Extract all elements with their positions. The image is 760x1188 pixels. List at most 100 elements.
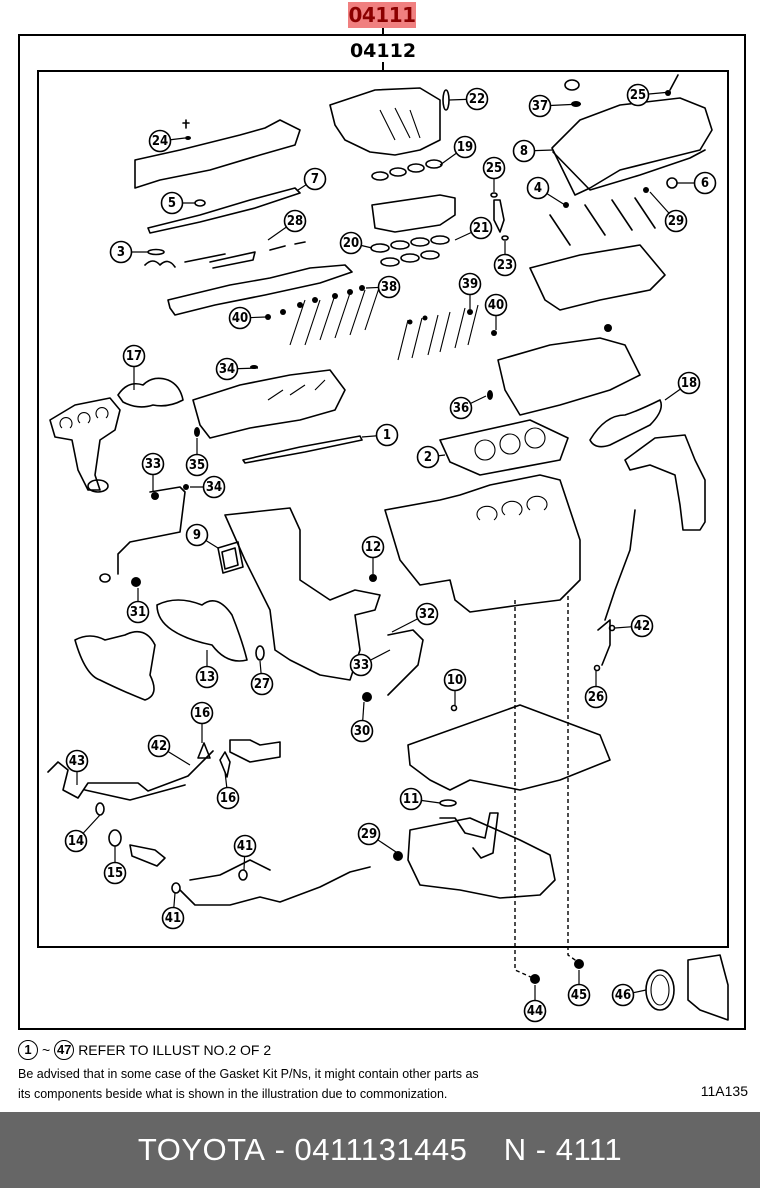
part-37 xyxy=(194,427,200,437)
callout-label: 27 xyxy=(254,677,270,692)
part-cylinder-head-left xyxy=(192,369,346,439)
part-intake-lower xyxy=(371,194,456,233)
callout-6: 6 xyxy=(677,171,717,195)
callout-label: 29 xyxy=(361,827,377,842)
callout-circle xyxy=(493,253,517,277)
callout-circle xyxy=(160,191,184,215)
callout-32: 32 xyxy=(391,602,439,633)
callout-label: 40 xyxy=(232,311,248,326)
callout-circle xyxy=(567,983,591,1007)
callout-3: 3 xyxy=(109,240,148,264)
callout-label: 28 xyxy=(287,214,303,229)
callout-label: 16 xyxy=(194,706,210,721)
part-27 xyxy=(593,664,601,672)
callout-label: 10 xyxy=(447,673,463,688)
part-gasket-17 xyxy=(117,377,184,408)
callout-label: 11 xyxy=(403,792,419,807)
callout-circle xyxy=(523,999,547,1023)
callout-label: 41 xyxy=(237,839,253,854)
callout-label: 32 xyxy=(419,607,435,622)
callout-label: 29 xyxy=(668,214,684,229)
callout-19: 19 xyxy=(439,135,477,166)
callout-label: 16 xyxy=(220,791,236,806)
leader-46b xyxy=(567,596,579,963)
footer-brand: TOYOTA xyxy=(137,1132,266,1167)
callout-circle xyxy=(122,344,146,368)
callout-circle xyxy=(233,834,257,858)
callout-16: 16 xyxy=(216,771,240,810)
callout-circle xyxy=(465,87,489,111)
callout-circle xyxy=(339,231,363,255)
part-injector xyxy=(493,199,505,233)
advisory-line-1: Be advised that in some case of the Gask… xyxy=(18,1067,479,1081)
part-rockers-right xyxy=(549,197,656,246)
callout-13: 13 xyxy=(195,650,219,689)
callout-circle xyxy=(202,475,226,499)
part-hose-15 xyxy=(129,844,166,867)
callout-circle xyxy=(215,357,239,381)
callout-circle xyxy=(664,209,688,233)
callout-21: 21 xyxy=(454,216,493,241)
callout-label: 1 xyxy=(383,428,391,443)
callout-38: 38 xyxy=(365,275,401,299)
callout-label: 42 xyxy=(634,619,650,634)
callout-circle xyxy=(103,861,127,885)
part-gasket-20-21 xyxy=(370,235,450,267)
callout-40: 40 xyxy=(484,293,508,330)
callout-14: 14 xyxy=(64,814,101,853)
part-head-gasket-2 xyxy=(439,419,569,476)
part-31 xyxy=(362,692,372,702)
callout-label: 33 xyxy=(145,457,161,472)
part-exhaust-manifold-right xyxy=(624,434,706,531)
callout-label: 20 xyxy=(343,236,359,251)
part-timing-cover xyxy=(224,507,381,681)
callout-label: 45 xyxy=(571,988,587,1003)
sub-kit-code: 04112 xyxy=(349,40,417,62)
footer-part-number: 0411131445 xyxy=(294,1132,468,1167)
callout-circle xyxy=(630,614,654,638)
callout-4: 4 xyxy=(526,176,566,206)
callout-29: 29 xyxy=(357,822,397,853)
part-cam-housing-right xyxy=(529,244,666,311)
callout-label: 8 xyxy=(520,144,528,159)
part-head-gasket-1 xyxy=(242,435,363,464)
callout-label: 21 xyxy=(473,221,489,236)
part-11 xyxy=(439,799,457,807)
callout-44: 44 xyxy=(523,985,547,1023)
callout-label: 26 xyxy=(588,690,604,705)
callout-label: 22 xyxy=(469,92,485,107)
callout-label: 17 xyxy=(126,349,142,364)
callout-33: 33 xyxy=(349,649,391,677)
part-oil-pipe-left xyxy=(117,486,186,575)
callout-23: 23 xyxy=(493,241,517,277)
callout-label: 31 xyxy=(130,605,146,620)
callout-label: 39 xyxy=(462,277,478,292)
callout-circle xyxy=(303,167,327,191)
callout-11: 11 xyxy=(399,787,441,811)
sub-kit-code-tick xyxy=(382,62,384,70)
part-gasket-7 xyxy=(147,187,301,234)
footer-ref-prefix: N xyxy=(503,1132,527,1167)
part-28 xyxy=(255,645,265,661)
callout-circle xyxy=(377,275,401,299)
callout-label: 14 xyxy=(68,834,84,849)
callout-label: 25 xyxy=(630,88,646,103)
callout-circle xyxy=(484,293,508,317)
callout-circle xyxy=(148,129,172,153)
callout-circle xyxy=(443,668,467,692)
refer-text: REFER TO ILLUST NO.2 OF 2 xyxy=(78,1042,272,1058)
part-dipstick xyxy=(597,509,636,666)
callout-label: 6 xyxy=(701,176,709,191)
footer-ref-number: 4111 xyxy=(555,1132,623,1167)
part-16b xyxy=(219,751,231,778)
part-valve-cover-left xyxy=(134,119,301,189)
part-gasket-13 xyxy=(156,599,248,662)
callout-35: 35 xyxy=(185,438,209,477)
callout-label: 4 xyxy=(534,181,542,196)
callout-circle xyxy=(361,535,385,559)
callout-2: 2 xyxy=(416,445,446,469)
callout-27: 27 xyxy=(250,660,274,696)
callout-circle xyxy=(469,216,493,240)
part-15 xyxy=(108,829,122,847)
part-36 xyxy=(604,324,612,332)
